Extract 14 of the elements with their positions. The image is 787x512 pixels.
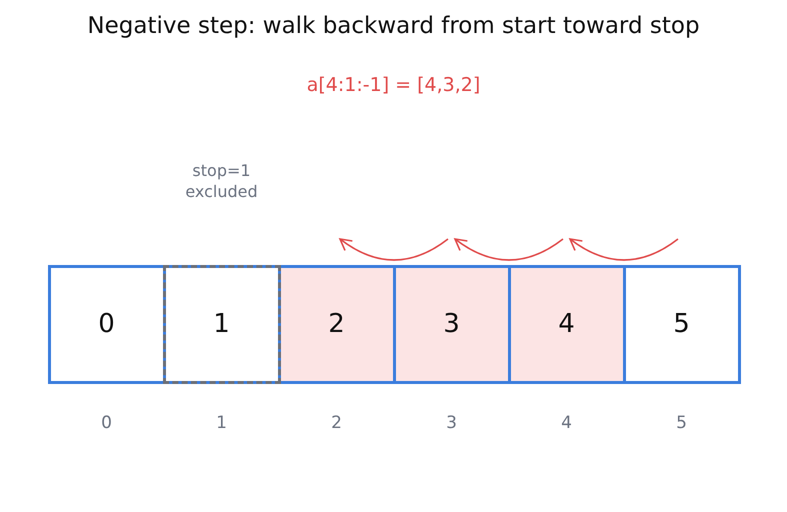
curved-arrow (454, 238, 564, 261)
array-cell: 1 (162, 264, 280, 384)
curved-arrow (339, 238, 448, 261)
array-cell: 0 (48, 264, 166, 384)
slice-expression: a[4:1:-1] = [4,3,2] (306, 73, 480, 97)
index-label: 1 (216, 412, 227, 434)
index-label: 5 (676, 412, 687, 434)
curved-arrow (569, 238, 678, 261)
note-text: stop=1 excluded (185, 160, 258, 202)
index-label: 2 (331, 412, 342, 434)
title: Negative step: walk backward from start toward stop (87, 12, 700, 41)
index-label: 3 (446, 412, 457, 434)
index-label: 0 (101, 412, 112, 434)
index-label: 4 (561, 412, 572, 434)
